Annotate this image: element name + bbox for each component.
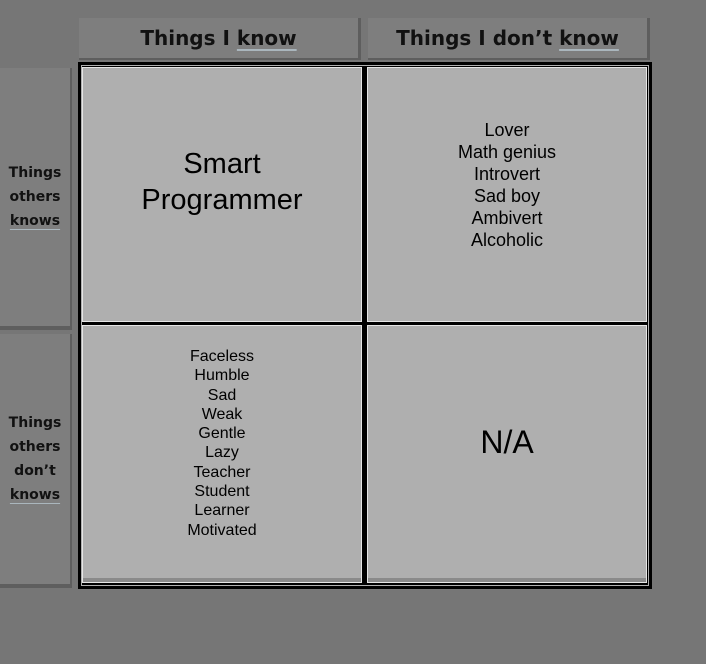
column-header-things-i-dont-know: Things I don’t know — [368, 18, 650, 60]
column-header-label: Things I know — [140, 26, 297, 50]
cell-open-area: Smart Programmer — [82, 67, 362, 322]
cell-blind-area: Lover Math genius Introvert Sad boy Ambi… — [367, 67, 647, 322]
unknown-area-text: N/A — [480, 424, 534, 460]
blind-area-list: Lover Math genius Introvert Sad boy Ambi… — [457, 120, 557, 250]
column-header-things-i-know: Things I know — [79, 18, 361, 60]
hidden-area-list: Faceless Humble Sad Weak Gentle Lazy Tea… — [187, 348, 257, 539]
row-header-things-others-know: Things others knows — [0, 68, 72, 330]
column-header-label: Things I don’t know — [396, 26, 619, 50]
cell-hidden-area: Faceless Humble Sad Weak Gentle Lazy Tea… — [82, 325, 362, 583]
row-header-label: Things others knows — [8, 165, 62, 229]
cell-bottom-shade — [83, 578, 361, 582]
open-area-text: Smart Programmer — [141, 148, 303, 216]
cell-bottom-shade — [368, 578, 646, 582]
row-header-label: Things others don’t knows — [8, 415, 62, 503]
row-header-things-others-dont-know: Things others don’t knows — [0, 334, 72, 588]
cell-unknown-area: N/A — [367, 325, 647, 583]
